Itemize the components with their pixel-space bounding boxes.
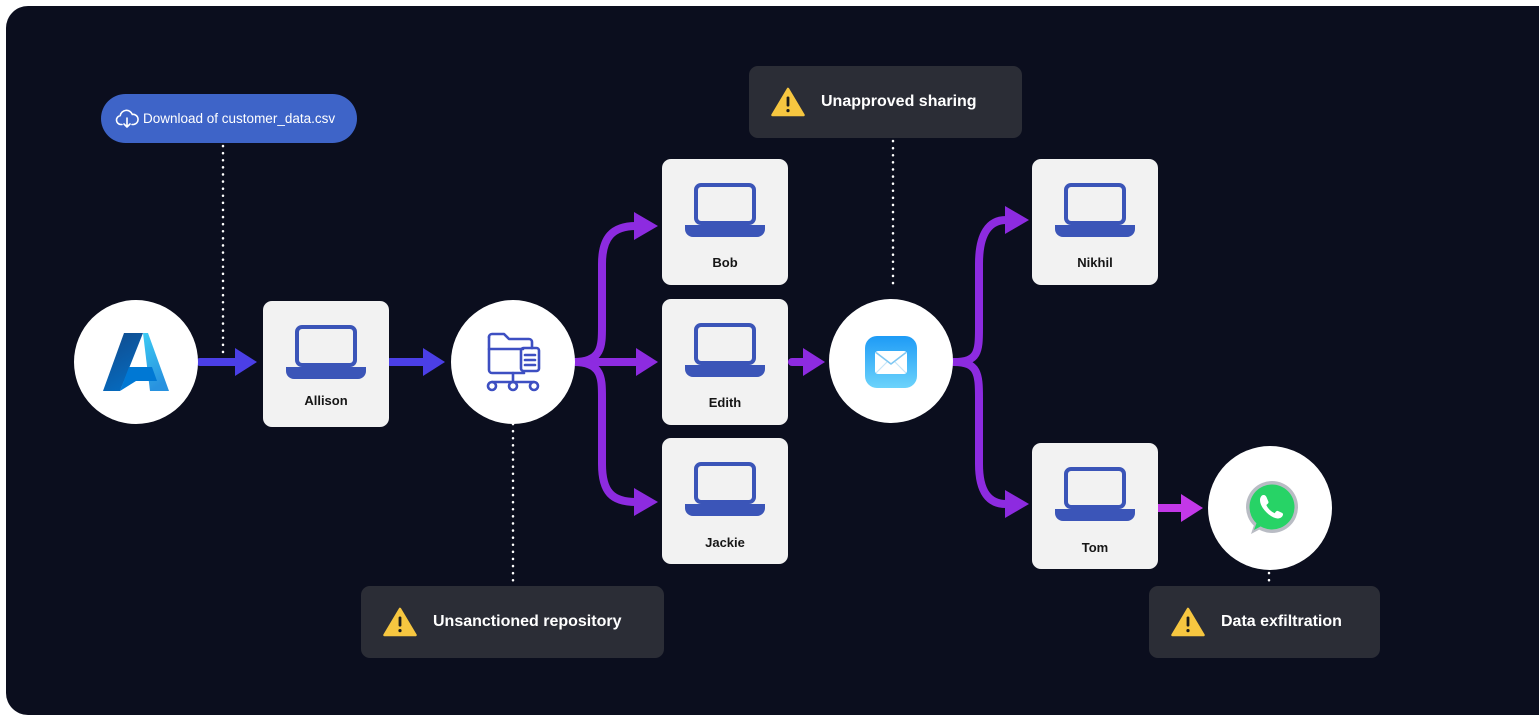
mail-icon: [865, 336, 917, 388]
laptop-icon: [1055, 467, 1135, 521]
arrowhead-whatsapp: [1181, 494, 1203, 522]
user-card-tom: Tom: [1032, 443, 1158, 569]
dotted-leaders: [221, 139, 1271, 588]
folder-network-icon: [486, 332, 541, 392]
arrowhead-edith: [636, 348, 658, 376]
laptop-icon: [685, 323, 765, 377]
arrowhead-nikhil: [1005, 206, 1029, 234]
laptop-icon: [286, 325, 366, 379]
user-name-nikhil: Nikhil: [1077, 255, 1113, 270]
arrowhead-bob: [634, 212, 658, 240]
edge-repo-bob: [570, 222, 640, 366]
user-name-allison: Allison: [304, 393, 348, 408]
alert-sharing-label: Unapproved sharing: [821, 93, 977, 110]
user-card-jackie: Jackie: [662, 438, 788, 564]
arrowhead-jackie: [634, 488, 658, 516]
whatsapp-node: [1208, 446, 1332, 570]
laptop-icon: [685, 462, 765, 516]
arrowhead-allison: [235, 348, 257, 376]
arrowhead-mail: [803, 348, 825, 376]
arrowheads: [235, 206, 1203, 522]
download-event-pill: Download of customer_data.csv: [101, 94, 357, 143]
user-card-nikhil: Nikhil: [1032, 159, 1158, 285]
azure-logo-icon: [103, 333, 169, 391]
edge-mail-nikhil: [950, 216, 1010, 366]
laptop-icon: [685, 183, 765, 237]
arrowhead-tom: [1005, 490, 1029, 518]
repository-node: [451, 300, 575, 424]
mail-node: [829, 299, 953, 423]
cloud-download-icon: [115, 109, 139, 128]
download-label: Download of customer_data.csv: [143, 111, 336, 126]
user-name-jackie: Jackie: [705, 535, 745, 550]
alert-unapproved-sharing: Unapproved sharing: [749, 66, 1022, 138]
alert-repository-label: Unsanctioned repository: [433, 613, 622, 630]
alert-data-exfiltration: Data exfiltration: [1149, 586, 1380, 658]
warning-triangle-icon: [383, 607, 417, 637]
warning-triangle-icon: [771, 87, 805, 117]
user-name-edith: Edith: [708, 395, 742, 410]
edge-repo-jackie: [570, 358, 640, 506]
user-card-bob: Bob: [662, 159, 788, 285]
user-name-tom: Tom: [1081, 540, 1109, 555]
user-card-edith: Edith: [662, 299, 788, 425]
azure-node: [74, 300, 198, 424]
user-card-allison: Allison: [263, 301, 389, 427]
edge-mail-tom: [950, 358, 1010, 508]
diagram-panel: Download of customer_data.csv Unapproved…: [6, 6, 1539, 715]
alert-exfiltration-label: Data exfiltration: [1221, 613, 1342, 630]
user-name-bob: Bob: [712, 255, 738, 270]
arrowhead-repo: [423, 348, 445, 376]
alert-unsanctioned-repository: Unsanctioned repository: [361, 586, 664, 658]
whatsapp-logo-icon: [1246, 481, 1298, 534]
warning-triangle-icon: [1171, 607, 1205, 637]
laptop-icon: [1055, 183, 1135, 237]
flow-connectors: [196, 139, 1271, 588]
